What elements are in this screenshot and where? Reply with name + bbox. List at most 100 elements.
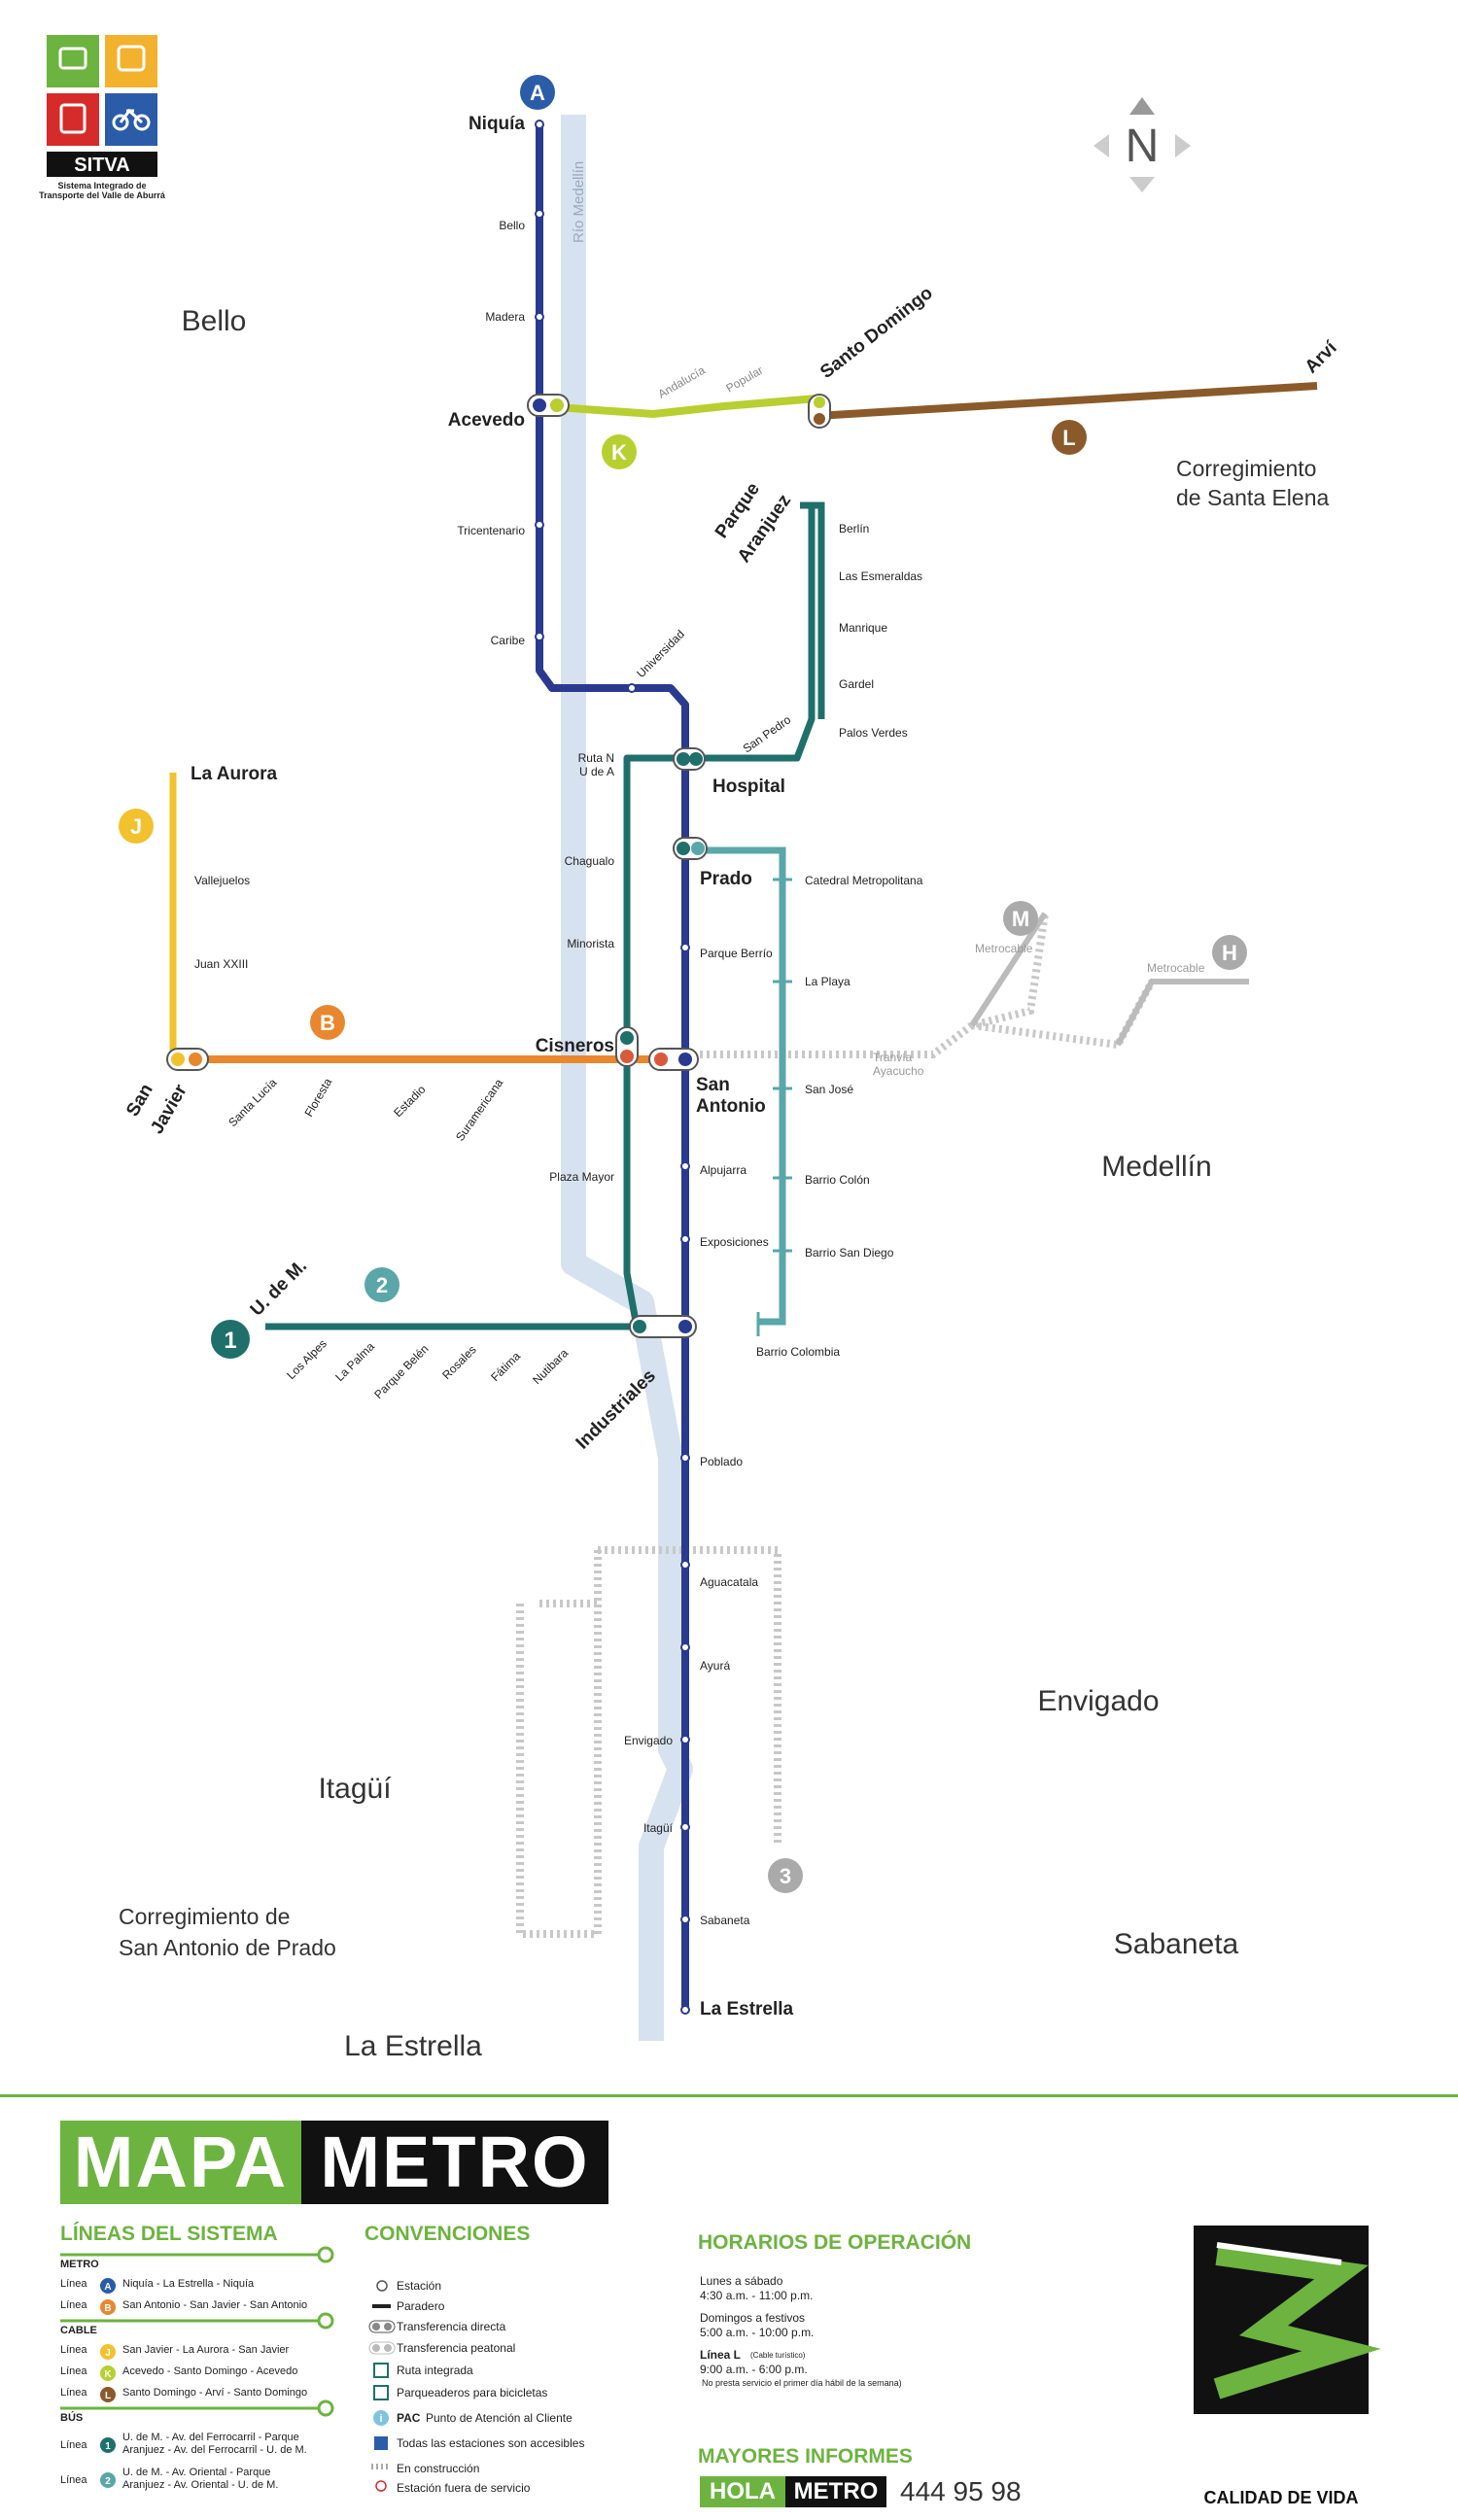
svg-text:Sistema Integrado de: Sistema Integrado de — [57, 181, 146, 190]
station-niquia: Niquía — [469, 114, 525, 134]
svg-text:J: J — [130, 814, 142, 839]
station-la-palma: La Palma — [332, 1339, 377, 1384]
station-barrio-colombia: Barrio Colombia — [756, 1345, 840, 1359]
mayores-title: MAYORES INFORMES — [698, 2445, 913, 2468]
h-linea-l-small: (Cable turístico) — [750, 2351, 806, 2360]
station-chagualo: Chagualo — [565, 854, 615, 868]
svg-text:Transporte del Valle de Aburrá: Transporte del Valle de Aburrá — [39, 190, 166, 200]
svg-text:2: 2 — [105, 2476, 111, 2487]
title-metro: METRO — [301, 2121, 608, 2204]
compass: N — [1094, 97, 1191, 192]
h-linea-l-hours: 9:00 a.m. - 6:00 p.m. — [700, 2363, 808, 2376]
station-exposiciones: Exposiciones — [700, 1235, 769, 1249]
h-domingos: Domingos a festivos — [700, 2311, 806, 2325]
line-1-desc: U. de M. - Av. del Ferrocarril - Parque — [122, 2432, 299, 2443]
station-barrio-san-diego: Barrio San Diego — [805, 1246, 894, 1260]
metro-icon — [58, 47, 87, 70]
svg-text:1: 1 — [105, 2441, 111, 2452]
badge-line-a — [520, 75, 555, 110]
station-cisneros: Cisneros — [536, 1036, 614, 1056]
conv-transferencia-peatonal: Transferencia peatonal — [397, 2341, 516, 2355]
station-popular: Popular — [724, 363, 766, 396]
phone-number[interactable]: 444 95 98 — [900, 2476, 1022, 2506]
title-mapa: MAPA — [60, 2121, 301, 2204]
bus-icon — [59, 103, 87, 134]
station-los-alpes: Los Alpes — [284, 1336, 330, 1382]
footer-legend-graphics: A B J K L 1 2 i — [60, 2226, 1381, 2492]
conv-transferencia-directa: Transferencia directa — [397, 2320, 506, 2333]
station-vallejuelos: Vallejuelos — [194, 874, 250, 887]
badge-line-l — [1052, 420, 1087, 455]
station-ruta-n-2: U de A — [579, 765, 614, 778]
conv-construccion: En construcción — [397, 2462, 480, 2475]
station-ruta-n: Ruta N — [578, 751, 614, 765]
badge-line-k — [602, 434, 637, 469]
conv-accesibles: Todas las estaciones son accesibles — [397, 2436, 585, 2450]
line-l — [816, 382, 1318, 420]
region-envigado: Envigado — [1037, 1685, 1159, 1717]
label-ayacucho: Ayacucho — [873, 1064, 924, 1078]
station-tricentenario: Tricentenario — [457, 524, 525, 537]
line-k-row-label: Línea — [60, 2365, 87, 2377]
station-fatima: Fátima — [488, 1349, 523, 1384]
line-a-stations — [535, 120, 690, 2015]
region-sabaneta: Sabaneta — [1114, 1928, 1239, 1960]
conv-parqueaderos: Parqueaderos para bicicletas — [397, 2386, 548, 2399]
station-itagui: Itagüí — [643, 1821, 674, 1835]
line-k-desc: Acevedo - Santo Domingo - Acevedo — [122, 2365, 298, 2377]
line-b-row-label: Línea — [60, 2299, 87, 2311]
station-sabaneta: Sabaneta — [700, 1914, 750, 1927]
h-lunes: Lunes a sábado — [700, 2274, 783, 2288]
station-palos-verdes: Palos Verdes — [839, 726, 908, 740]
hola-metro-label: METRO — [785, 2476, 886, 2507]
station-minorista: Minorista — [567, 937, 614, 950]
region-san-antonio-prado: Corregimiento de — [119, 1904, 290, 1929]
station-santo-domingo: Santo Domingo — [816, 283, 937, 383]
line-a-row-label: Línea — [60, 2278, 87, 2290]
svg-text:J: J — [105, 2348, 111, 2359]
station-nutibara: Nutibara — [530, 1346, 571, 1387]
badge-line-h — [1212, 935, 1247, 970]
brand-calidad: CALIDAD DE VIDA — [1203, 2488, 1359, 2507]
convenciones-title: CONVENCIONES — [364, 2223, 531, 2245]
region-santa-elena-2: de Santa Elena — [1176, 485, 1330, 510]
svg-text:A: A — [104, 2282, 111, 2293]
bicycle-icon — [112, 108, 151, 131]
cable-heading: CABLE — [60, 2325, 97, 2336]
lineas-title: LÍNEAS DEL SISTEMA — [60, 2223, 278, 2245]
station-hospital: Hospital — [712, 777, 785, 797]
station-envigado: Envigado — [624, 1734, 673, 1747]
station-industriales: Industriales — [573, 1365, 660, 1453]
transfer-stations — [166, 394, 831, 1338]
line-l-row-label: Línea — [60, 2387, 87, 2399]
station-san-jose: San José — [805, 1083, 853, 1096]
line-a — [536, 121, 689, 2007]
line-a-desc: Niquía - La Estrella - Niquía — [122, 2278, 255, 2290]
svg-text:A: A — [530, 81, 545, 105]
region-bello: Bello — [182, 305, 247, 337]
river-label: Río Medellín — [571, 161, 587, 243]
region-medellin: Medellín — [1101, 1151, 1211, 1183]
station-rosales: Rosales — [439, 1343, 479, 1383]
station-ayura: Ayurá — [700, 1659, 730, 1673]
compass-n-label: N — [1126, 121, 1160, 172]
station-barrio-colon: Barrio Colón — [805, 1173, 870, 1187]
svg-text:B: B — [320, 1011, 335, 1035]
station-san-antonio-1: San — [696, 1075, 730, 1095]
station-la-playa: La Playa — [805, 975, 850, 988]
h-linea-l-note: No presta servicio el primer día hábil d… — [702, 2378, 902, 2388]
line-b-desc: San Antonio - San Javier - San Antonio — [122, 2299, 308, 2311]
label-tranvia: Tranvía — [873, 1051, 913, 1064]
station-berlin: Berlín — [839, 522, 869, 535]
svg-text:K: K — [104, 2369, 112, 2380]
station-parque-belen: Parque Belén — [371, 1342, 431, 1401]
svg-text:K: K — [611, 440, 627, 465]
station-andalucia: Andalucía — [656, 363, 709, 401]
conv-fuera: Estación fuera de servicio — [397, 2481, 531, 2495]
sitva-logo: SITVA Sistema Integrado de Transporte de… — [39, 35, 166, 200]
station-suramericana: Suramericana — [453, 1076, 506, 1143]
badge-line-b — [310, 1005, 345, 1040]
conv-paradero: Paradero — [397, 2299, 445, 2313]
horarios-title: HORARIOS DE OPERACIÓN — [698, 2231, 972, 2254]
station-gardel: Gardel — [839, 677, 874, 691]
